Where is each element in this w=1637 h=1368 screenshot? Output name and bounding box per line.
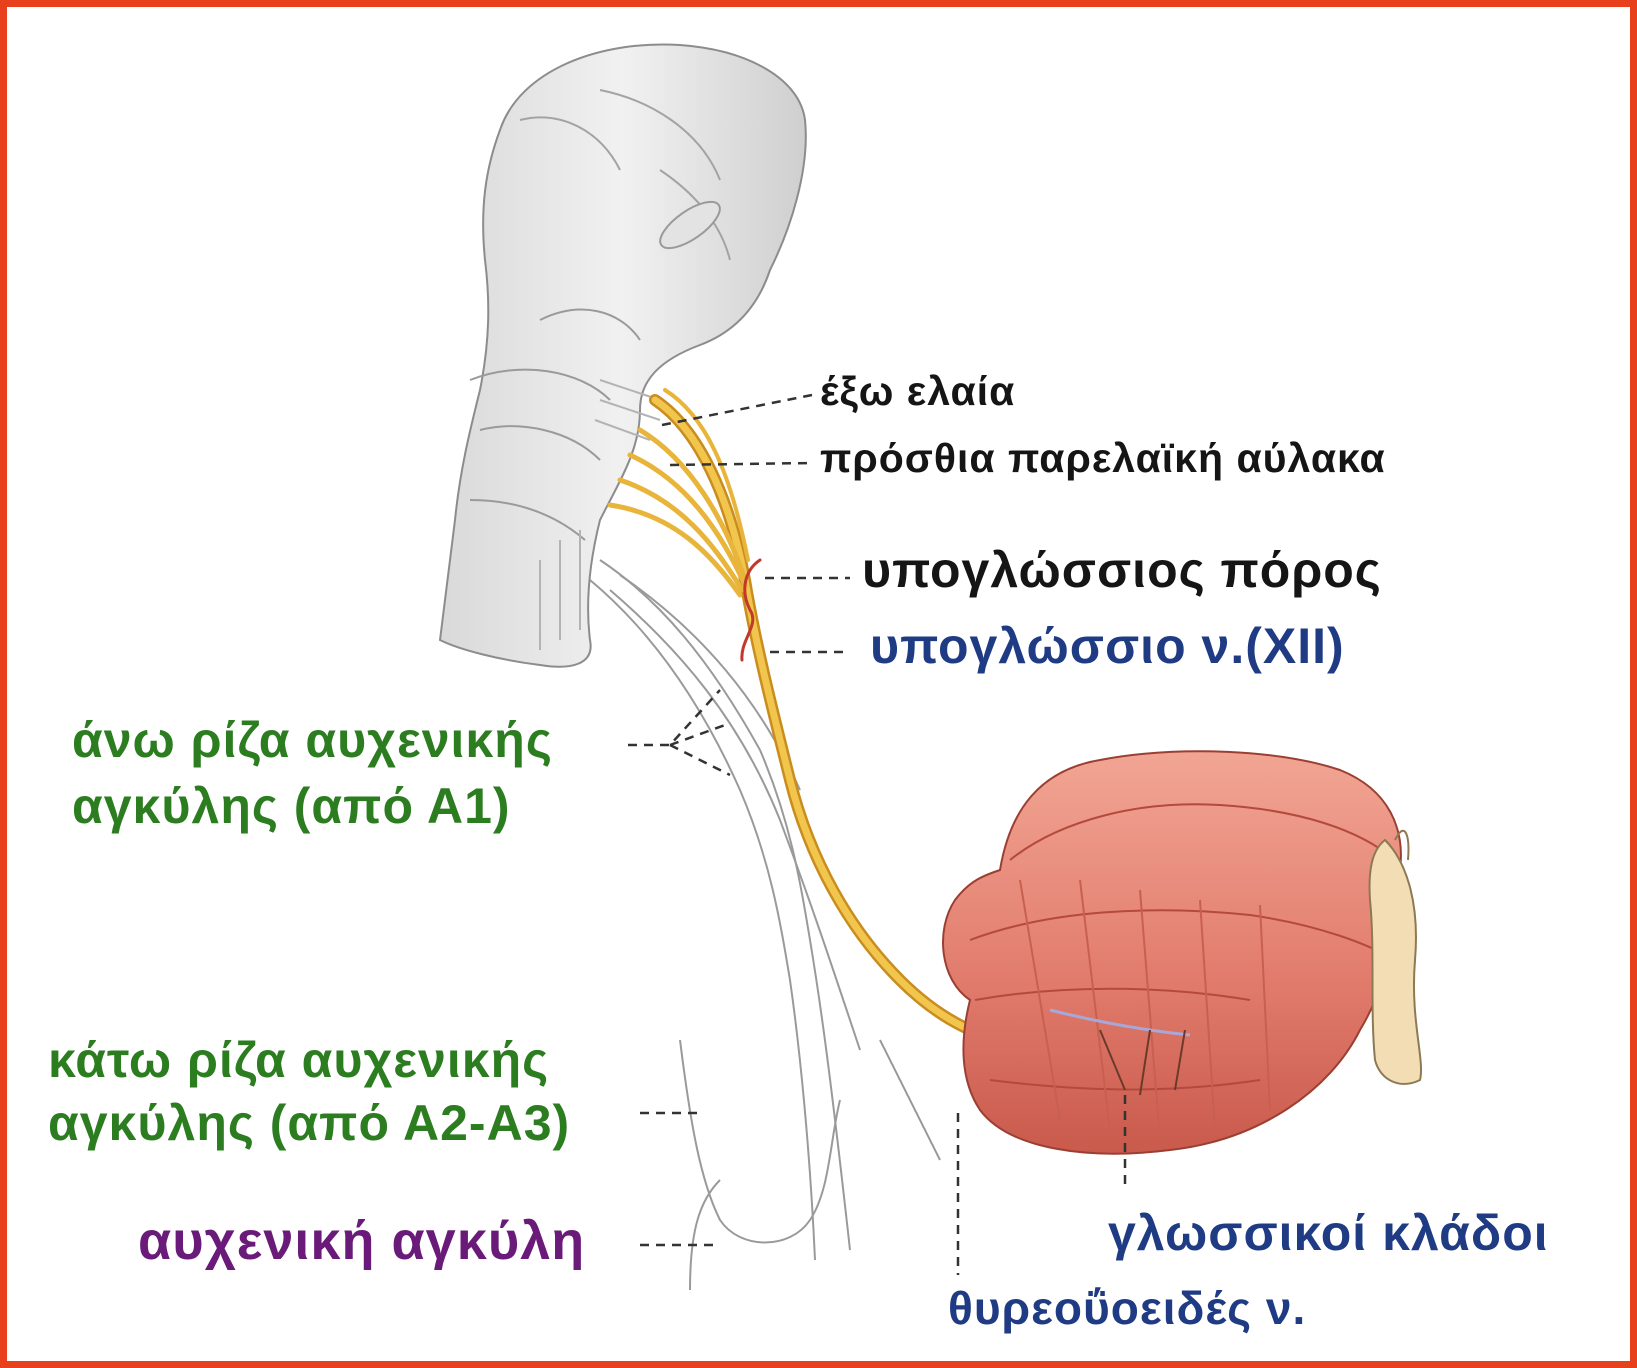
lingual-branches-label: γλωσσικοί κλάδοι <box>1108 1205 1549 1263</box>
ansa-cervicalis-label: αυχενική αγκύλη <box>138 1210 585 1272</box>
thyrohyoid-nerve-label: θυρεοΰοειδές ν. <box>948 1282 1306 1335</box>
inferior-root-label-line2: αγκύλης (από Α2-Α3) <box>48 1095 570 1153</box>
superior-root-label-line2: αγκύλης (από Α1) <box>72 778 511 836</box>
inferior-root-label-line1: κάτω ρίζα αυχενικής <box>48 1032 549 1090</box>
preolivary-sulcus-label: πρόσθια παρελαϊκή αύλακα <box>820 435 1386 482</box>
brainstem <box>440 44 806 666</box>
hypoglossal-nerve-label: υπογλώσσιο ν.(XII) <box>870 618 1345 676</box>
hypoglossal-canal-label: υπογλώσσιος πόρος <box>862 542 1382 600</box>
olive-label: έξω ελαία <box>820 368 1015 415</box>
superior-root-label-line1: άνω ρίζα αυχενικής <box>72 712 553 770</box>
tongue-muscles <box>943 751 1421 1153</box>
